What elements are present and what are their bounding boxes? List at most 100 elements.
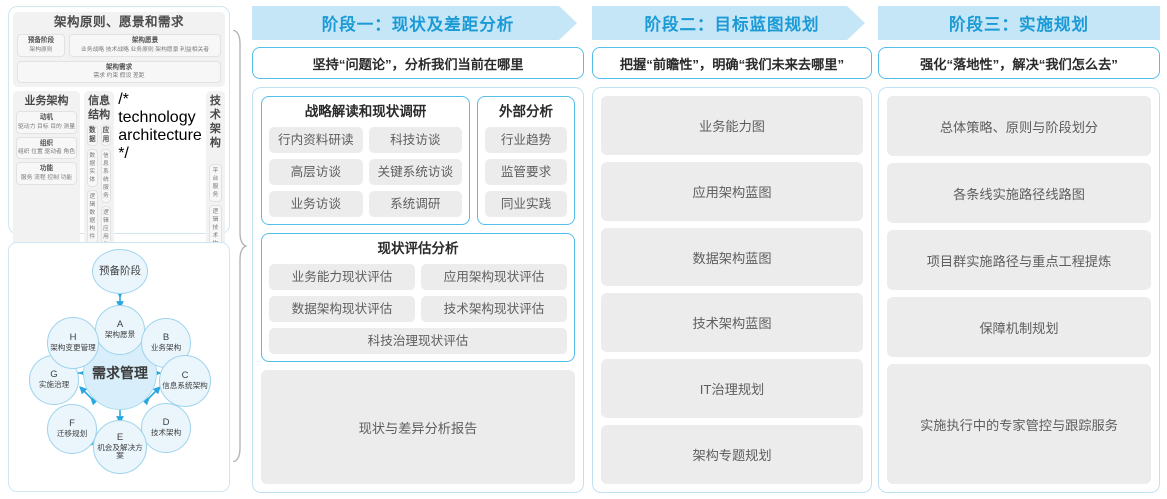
chip-row: 行内资料研读 科技访谈 xyxy=(269,127,462,153)
phase-1-header-label: 阶段一：现状及差距分析 xyxy=(321,16,515,34)
adm-cycle-card: 预备阶段 需求管理 A 架构愿景 B 业务架构 C xyxy=(8,242,230,492)
chip-row: 高层访谈 关键系统访谈 xyxy=(269,159,462,185)
framework-title: 架构原则、愿景和需求 xyxy=(53,15,184,29)
organization-title: 组织 xyxy=(39,139,54,147)
chip-strategy-0-1[interactable]: 科技访谈 xyxy=(368,127,462,153)
phase-2-item-5[interactable]: 架构专题规划 xyxy=(601,425,863,484)
function-block: 功能 服务 流程 控制 功能 xyxy=(16,162,78,185)
chip-strategy-1-1[interactable]: 关键系统访谈 xyxy=(368,159,462,185)
business-architecture-blocks: 动机 驱动力 目标 目的 测量 组织 组织 位置 驱动者 角色 功能 服务 流程… xyxy=(16,111,78,185)
adm-node-preparation[interactable]: 预备阶段 xyxy=(92,249,148,294)
external-analysis-title: 外部分析 xyxy=(499,104,553,119)
gap-analysis-report[interactable]: 现状与差异分析报告 xyxy=(261,370,575,484)
technology-architecture-header: 技术架构 xyxy=(209,95,221,150)
chip-strategy-1-0[interactable]: 高层访谈 xyxy=(269,159,363,185)
strategy-research-title: 战略解读和现状调研 xyxy=(304,104,427,119)
phase-3-header[interactable]: 阶段三：实施规划 xyxy=(878,6,1160,40)
chip-strategy-0-0[interactable]: 行内资料研读 xyxy=(269,127,363,153)
phase-3-item-1[interactable]: 各条线实施路径线路图 xyxy=(887,163,1151,223)
phase-3: 阶段三：实施规划 强化“落地性”，解决“我们怎么去” 总体策略、原则与阶段划分 … xyxy=(878,6,1160,493)
motivation-title: 动机 xyxy=(39,114,54,122)
phase-3-item-4[interactable]: 实施执行中的专家管控与跟踪服务 xyxy=(887,364,1151,484)
adm-node-d[interactable]: D 技术架构 xyxy=(141,403,191,453)
current-state-assessment-title: 现状评估分析 xyxy=(377,241,459,256)
chevron-right-icon xyxy=(847,6,873,40)
phase-3-item-0[interactable]: 总体策略、原则与阶段划分 xyxy=(887,96,1151,156)
chip-row: 科技治理现状评估 xyxy=(269,328,567,354)
adm-node-h-label: 架构变更管理 xyxy=(50,342,96,352)
chip-row: 数据架构现状评估 技术架构现状评估 xyxy=(269,296,567,322)
phase-2-item-3[interactable]: 技术架构蓝图 xyxy=(601,293,863,353)
phase-3-subtitle: 强化“落地性”，解决“我们怎么去” xyxy=(878,47,1160,79)
adm-node-h[interactable]: H 架构变更管理 xyxy=(47,317,99,369)
architecture-vision-title: 架构愿景 xyxy=(131,37,159,44)
phase-3-item-2[interactable]: 项目群实施路径与重点工程提炼 xyxy=(887,230,1151,290)
chevron-right-icon xyxy=(559,6,585,40)
adm-node-b[interactable]: B 业务架构 xyxy=(141,318,191,368)
data-header: 数据 xyxy=(87,125,98,147)
architecture-framework-card: 架构原则、愿景和需求 预备阶段 架构原则 架构愿景 业务战略 技术战略 业务原则… xyxy=(8,6,230,356)
chip-external-0[interactable]: 行业趋势 xyxy=(485,127,567,153)
phase-3-body: 总体策略、原则与阶段划分 各条线实施路径线路图 项目群实施路径与重点工程提炼 保… xyxy=(878,87,1160,493)
adm-node-c[interactable]: C 信息系统架构 xyxy=(159,355,211,407)
chip-row: 业务能力现状评估 应用架构现状评估 xyxy=(269,264,567,290)
prep-phase-line1: 预备阶段 xyxy=(27,37,55,44)
adm-node-c-label: 信息系统架构 xyxy=(162,380,208,390)
chip-strategy-2-1[interactable]: 系统调研 xyxy=(368,191,462,217)
motivation-items: 驱动力 目标 目的 测量 xyxy=(18,123,76,130)
phase-1-group-1: 战略解读和现状调研 行内资料研读 科技访谈 高层访谈 关键系统访谈 业务访谈 系 xyxy=(261,96,575,225)
phase-2-item-1[interactable]: 应用架构蓝图 xyxy=(601,161,863,221)
current-state-assessment-card: 现状评估分析 业务能力现状评估 应用架构现状评估 数据架构现状评估 技术架构现状… xyxy=(261,233,575,362)
adm-node-c-letter: C xyxy=(181,370,189,382)
adm-node-e-letter: E xyxy=(116,432,124,444)
prep-phase-box: 预备阶段 架构原则 xyxy=(17,34,65,57)
chip-assess-0-1[interactable]: 应用架构现状评估 xyxy=(421,264,567,290)
architecture-requirements-title: 架构需求 xyxy=(105,63,133,71)
function-items: 服务 流程 控制 功能 xyxy=(20,174,73,181)
adm-node-a[interactable]: A 架构愿景 xyxy=(95,305,145,355)
motivation-block: 动机 驱动力 目标 目的 测量 xyxy=(16,111,78,134)
business-architecture-header: 业务架构 xyxy=(24,95,69,108)
phase-2-item-2[interactable]: 数据架构蓝图 xyxy=(601,227,863,287)
information-structure-header: 信息结构 xyxy=(88,95,111,122)
phase-2-item-0[interactable]: 业务能力图 xyxy=(601,96,863,155)
tech-item-0: 平台服务 xyxy=(208,164,222,203)
phase-2-item-4[interactable]: IT治理规划 xyxy=(601,359,863,419)
application-title: 应用 xyxy=(102,127,110,143)
phase-2-items: 业务能力图 应用架构蓝图 数据架构蓝图 技术架构蓝图 IT治理规划 架构专题规划 xyxy=(601,96,863,484)
adm-node-e-label: 机会及解决方案 xyxy=(97,442,143,461)
adm-node-f-letter: F xyxy=(69,418,75,430)
brace-connector xyxy=(231,29,249,463)
left-panel: 架构原则、愿景和需求 预备阶段 架构原则 架构愿景 业务战略 技术战略 业务原则… xyxy=(8,6,232,492)
architecture-requirements-box: 架构需求 需求 约束 假设 差距 xyxy=(17,60,221,84)
phase-2-header[interactable]: 阶段二：目标蓝图规划 xyxy=(592,6,873,40)
architecture-requirements-items: 需求 约束 假设 差距 xyxy=(93,73,145,80)
phase-1-header[interactable]: 阶段一：现状及差距分析 xyxy=(252,6,585,40)
external-analysis-card: 外部分析 行业趋势 监管要求 同业实践 xyxy=(477,96,575,225)
framework-header-group: 架构原则、愿景和需求 预备阶段 架构原则 架构愿景 业务战略 技术战略 业务原则… xyxy=(13,12,225,88)
chip-assess-1-1[interactable]: 技术架构现状评估 xyxy=(421,296,567,322)
organization-items: 组织 位置 驱动者 角色 xyxy=(18,149,76,156)
chip-assess-1-0[interactable]: 数据架构现状评估 xyxy=(269,296,415,322)
architecture-vision-items: 业务战略 技术战略 业务原则 架构愿景 利益相关者 xyxy=(80,46,210,53)
adm-node-d-label: 技术架构 xyxy=(150,427,182,437)
phase-1: 阶段一：现状及差距分析 坚持“问题论”，分析我们当前在哪里 战略解读和现状调研 … xyxy=(252,6,585,493)
adm-node-e[interactable]: E 机会及解决方案 xyxy=(93,420,147,474)
data-item-1: 逻辑数据构件 xyxy=(87,190,98,245)
adm-node-preparation-label: 预备阶段 xyxy=(99,265,141,278)
current-state-assessment-chips: 业务能力现状评估 应用架构现状评估 数据架构现状评估 技术架构现状评估 科技治理… xyxy=(269,264,567,354)
chip-external-1[interactable]: 监管要求 xyxy=(485,159,567,185)
chip-assess-0-0[interactable]: 业务能力现状评估 xyxy=(269,264,415,290)
external-analysis-chips: 行业趋势 监管要求 同业实践 xyxy=(485,127,567,217)
chip-assess-2-0[interactable]: 科技治理现状评估 xyxy=(269,328,567,354)
phase-2-subtitle: 把握“前瞻性”，明确“我们未来去哪里” xyxy=(592,47,872,79)
phase-2-header-label: 阶段二：目标蓝图规划 xyxy=(644,16,820,34)
chip-external-2[interactable]: 同业实践 xyxy=(485,191,567,217)
phase-2: 阶段二：目标蓝图规划 把握“前瞻性”，明确“我们未来去哪里” 业务能力图 应用架… xyxy=(592,6,873,493)
application-header: 应用 xyxy=(100,125,112,147)
chip-strategy-2-0[interactable]: 业务访谈 xyxy=(269,191,363,217)
adm-node-f[interactable]: F 迁移规划 xyxy=(47,404,97,454)
phase-3-item-3[interactable]: 保障机制规划 xyxy=(887,297,1151,357)
adm-node-f-label: 迁移规划 xyxy=(56,428,88,438)
